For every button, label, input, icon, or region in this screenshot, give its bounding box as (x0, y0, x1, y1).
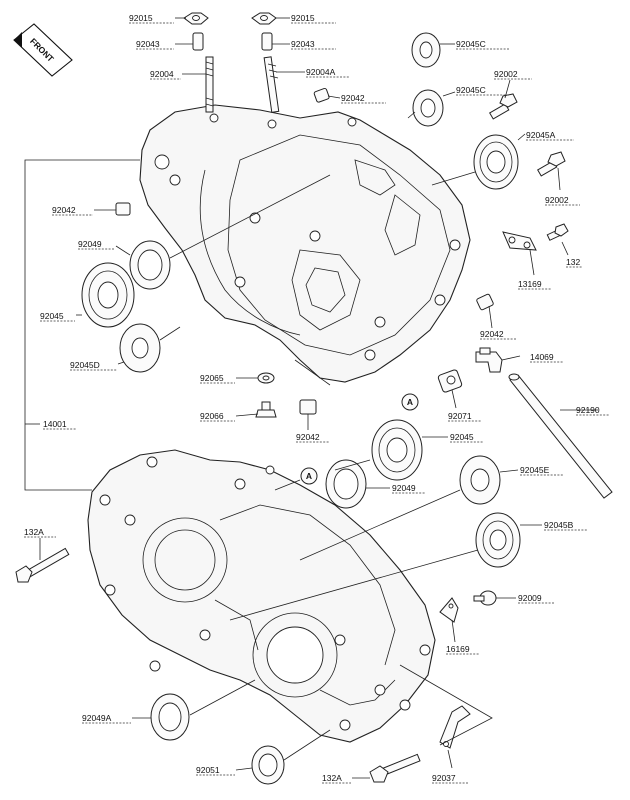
label-92190: 92190 (576, 405, 600, 415)
label-14001: 14001 (43, 419, 67, 429)
front-direction-marker: FRONT (13, 23, 73, 77)
label-92049-center: 92049 (392, 483, 416, 493)
label-92015-right: 92015 (291, 13, 315, 23)
label-13169: 13169 (518, 279, 542, 289)
label-92045A: 92045A (526, 130, 556, 140)
svg-text:A: A (306, 471, 312, 481)
label-92045B: 92045B (544, 520, 574, 530)
bolt-92002-upper (489, 93, 518, 120)
label-16169: 16169 (446, 644, 470, 654)
bolt-132 (546, 223, 569, 241)
label-92051: 92051 (196, 765, 220, 775)
label-92004A: 92004A (306, 67, 336, 77)
bolt-132A-bottom (369, 753, 421, 783)
bearing-92045C-second (412, 89, 444, 127)
label-92043-left: 92043 (136, 39, 160, 49)
label-92049A: 92049A (82, 713, 112, 723)
label-14069: 14069 (530, 352, 554, 362)
washer-92065 (257, 372, 275, 384)
dowel-92042-lower (299, 399, 317, 415)
label-92066: 92066 (200, 411, 224, 421)
label-92004: 92004 (150, 69, 174, 79)
bolt-132A-left (15, 547, 70, 583)
elbow-fitting-14069 (475, 347, 503, 373)
hose-92190 (508, 373, 613, 499)
bracket-92037 (439, 705, 471, 749)
label-92002-upper: 92002 (494, 69, 518, 79)
label-92045C-second: 92045C (456, 85, 486, 95)
label-132A-left: 132A (24, 527, 44, 537)
label-92045-center: 92045 (450, 432, 474, 442)
label-92042-upper: 92042 (341, 93, 365, 103)
label-92049-upper: 92049 (78, 239, 102, 249)
label-92002-lower: 92002 (545, 195, 569, 205)
label-92037: 92037 (432, 773, 456, 783)
label-92042-right: 92042 (480, 329, 504, 339)
bearing-92045C-top (411, 32, 441, 68)
label-92045-left: 92045 (40, 311, 64, 321)
plug-92066 (255, 401, 277, 418)
label-92071: 92071 (448, 411, 472, 421)
label-92009: 92009 (518, 593, 542, 603)
guide-16169 (439, 597, 459, 623)
seal-92049-upper (129, 240, 171, 290)
leader-lines (24, 17, 598, 779)
ref-mark-a-upper: A (401, 393, 419, 411)
screw-92009 (473, 590, 497, 606)
fitting-92071 (437, 369, 463, 393)
svg-text:A: A (407, 397, 413, 407)
seal-92049A (150, 693, 190, 741)
upper-crankcase-half (139, 104, 471, 383)
label-92045C-top: 92045C (456, 39, 486, 49)
lower-crankcase-half (87, 449, 436, 743)
part-number-labels: 92015 92015 92043 92043 92004 92004A 920… (24, 13, 610, 784)
ref-mark-a-lower: A (300, 467, 318, 485)
seal-92051 (251, 745, 285, 785)
label-132: 132 (566, 257, 580, 267)
bearing-92045-center (371, 419, 423, 481)
bolt-92002-lower (537, 151, 566, 177)
nut-92015-right (251, 12, 277, 25)
label-92015-left: 92015 (129, 13, 153, 23)
dowel-92042-right (476, 293, 494, 311)
label-132A-bottom: 132A (322, 773, 342, 783)
stud-92004 (205, 56, 214, 113)
dowel-92043-left (192, 32, 204, 51)
dowel-92043-right (261, 32, 273, 51)
bearing-92045-left (81, 262, 135, 328)
bearing-92045E (459, 455, 501, 505)
dowel-92042-left (115, 202, 131, 216)
label-92065: 92065 (200, 373, 224, 383)
stud-92004A (263, 56, 280, 113)
label-92045E: 92045E (520, 465, 550, 475)
dowel-92042-upper (313, 87, 330, 103)
plate-13169 (502, 231, 537, 251)
bearing-92045D (119, 323, 161, 373)
label-92042-lower: 92042 (296, 432, 320, 442)
label-92045D: 92045D (70, 360, 100, 370)
label-92043-right: 92043 (291, 39, 315, 49)
seal-92049-center (325, 459, 367, 509)
nut-92015-left (183, 12, 209, 25)
label-92042-left: 92042 (52, 205, 76, 215)
bearing-92045A (473, 134, 519, 190)
bearing-92045B (475, 512, 521, 568)
